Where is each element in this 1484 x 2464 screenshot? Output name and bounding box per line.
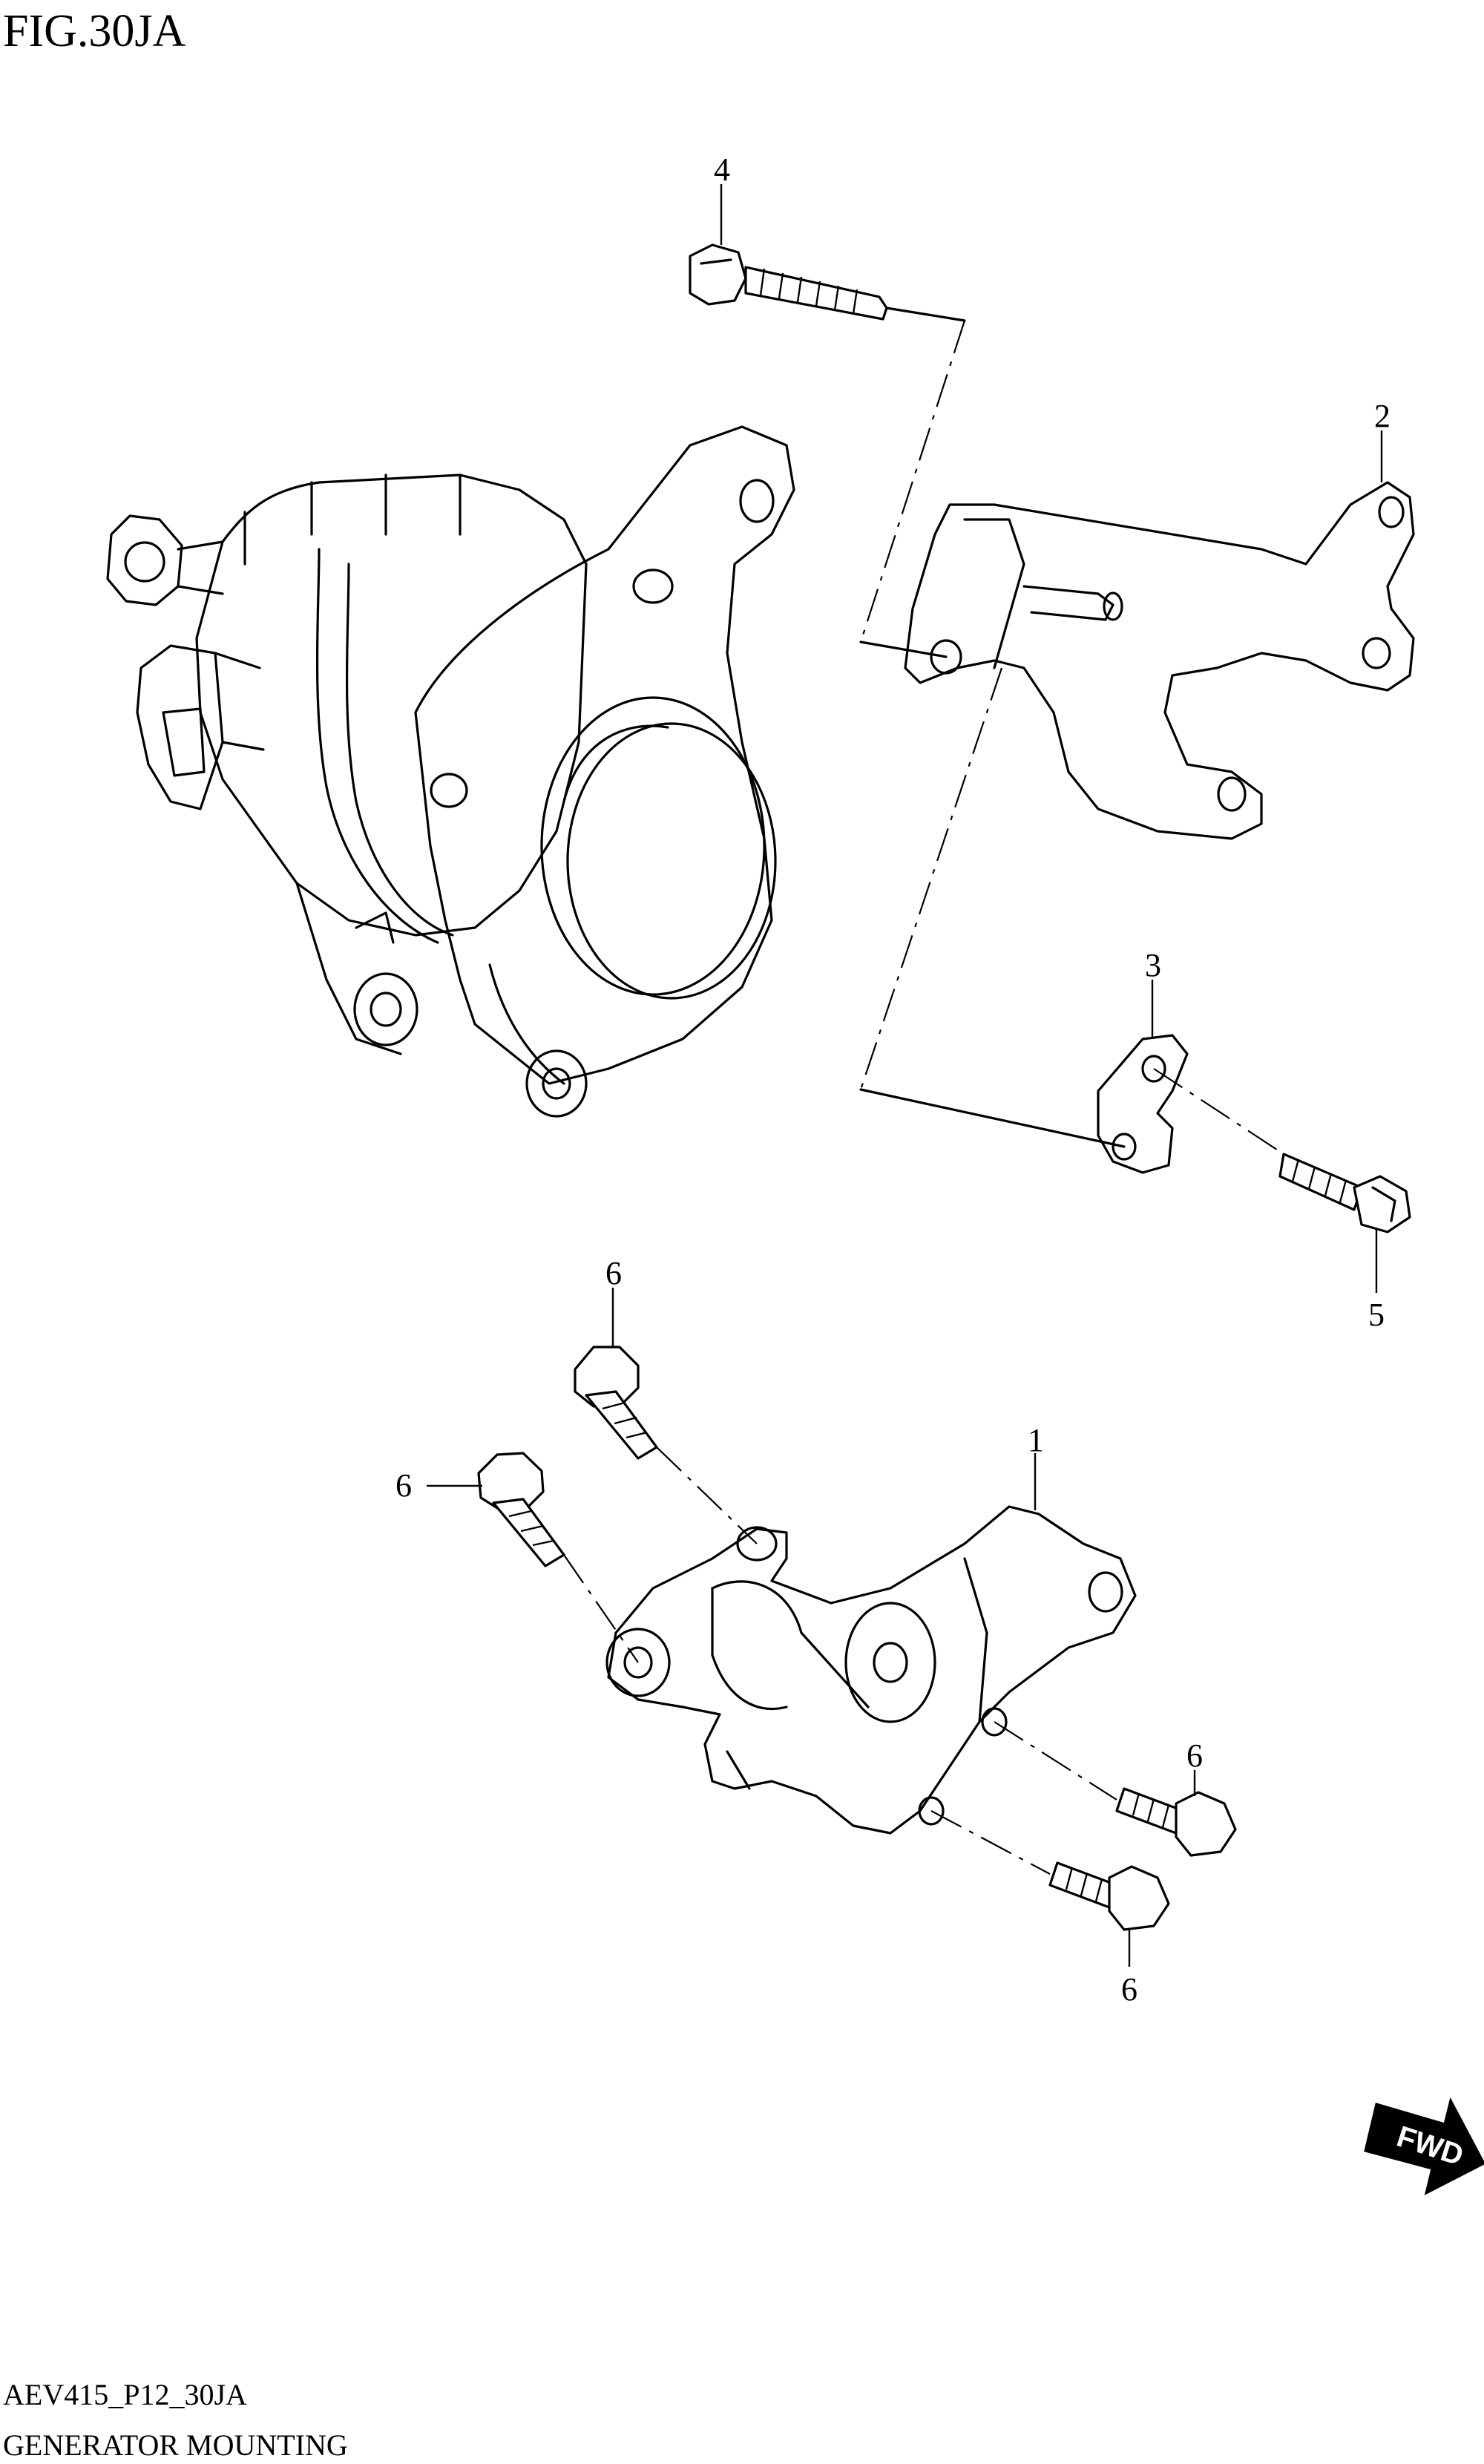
bolt-part-4	[689, 243, 888, 321]
figure-id: FIG.30JA	[3, 6, 186, 56]
bolt-part-6-c	[1115, 1787, 1237, 1857]
figure-code: AEV415_P12_30JA	[3, 2378, 247, 2411]
callout-part-3: 3	[1145, 947, 1161, 983]
callout-part-2: 2	[1374, 398, 1391, 434]
callout-part-5: 5	[1368, 1297, 1385, 1333]
bolt-part-6-b	[477, 1452, 565, 1567]
callout-leaders	[427, 184, 1383, 1967]
callout-part-6: 6	[395, 1467, 412, 1504]
callout-part-6: 6	[605, 1255, 622, 1291]
bolt-part-6-d	[1048, 1861, 1170, 1931]
generator-lower-bracket	[605, 1505, 1137, 1835]
assembly-lines	[563, 307, 1284, 1875]
bolt-part-6-a	[574, 1346, 658, 1460]
figure-caption: GENERATOR MOUNTING	[3, 2428, 348, 2462]
plate-part-3	[1097, 1034, 1189, 1174]
callout-part-6: 6	[1186, 1737, 1203, 1774]
fwd-arrow-icon: FWD	[1364, 2097, 1484, 2195]
generator-illustration	[106, 425, 795, 1118]
callout-part-6: 6	[1121, 1971, 1137, 2008]
bolt-part-5	[1278, 1153, 1411, 1233]
generator-upper-bracket	[904, 481, 1415, 840]
callout-part-1: 1	[1028, 1422, 1044, 1458]
callout-part-4: 4	[714, 151, 730, 188]
